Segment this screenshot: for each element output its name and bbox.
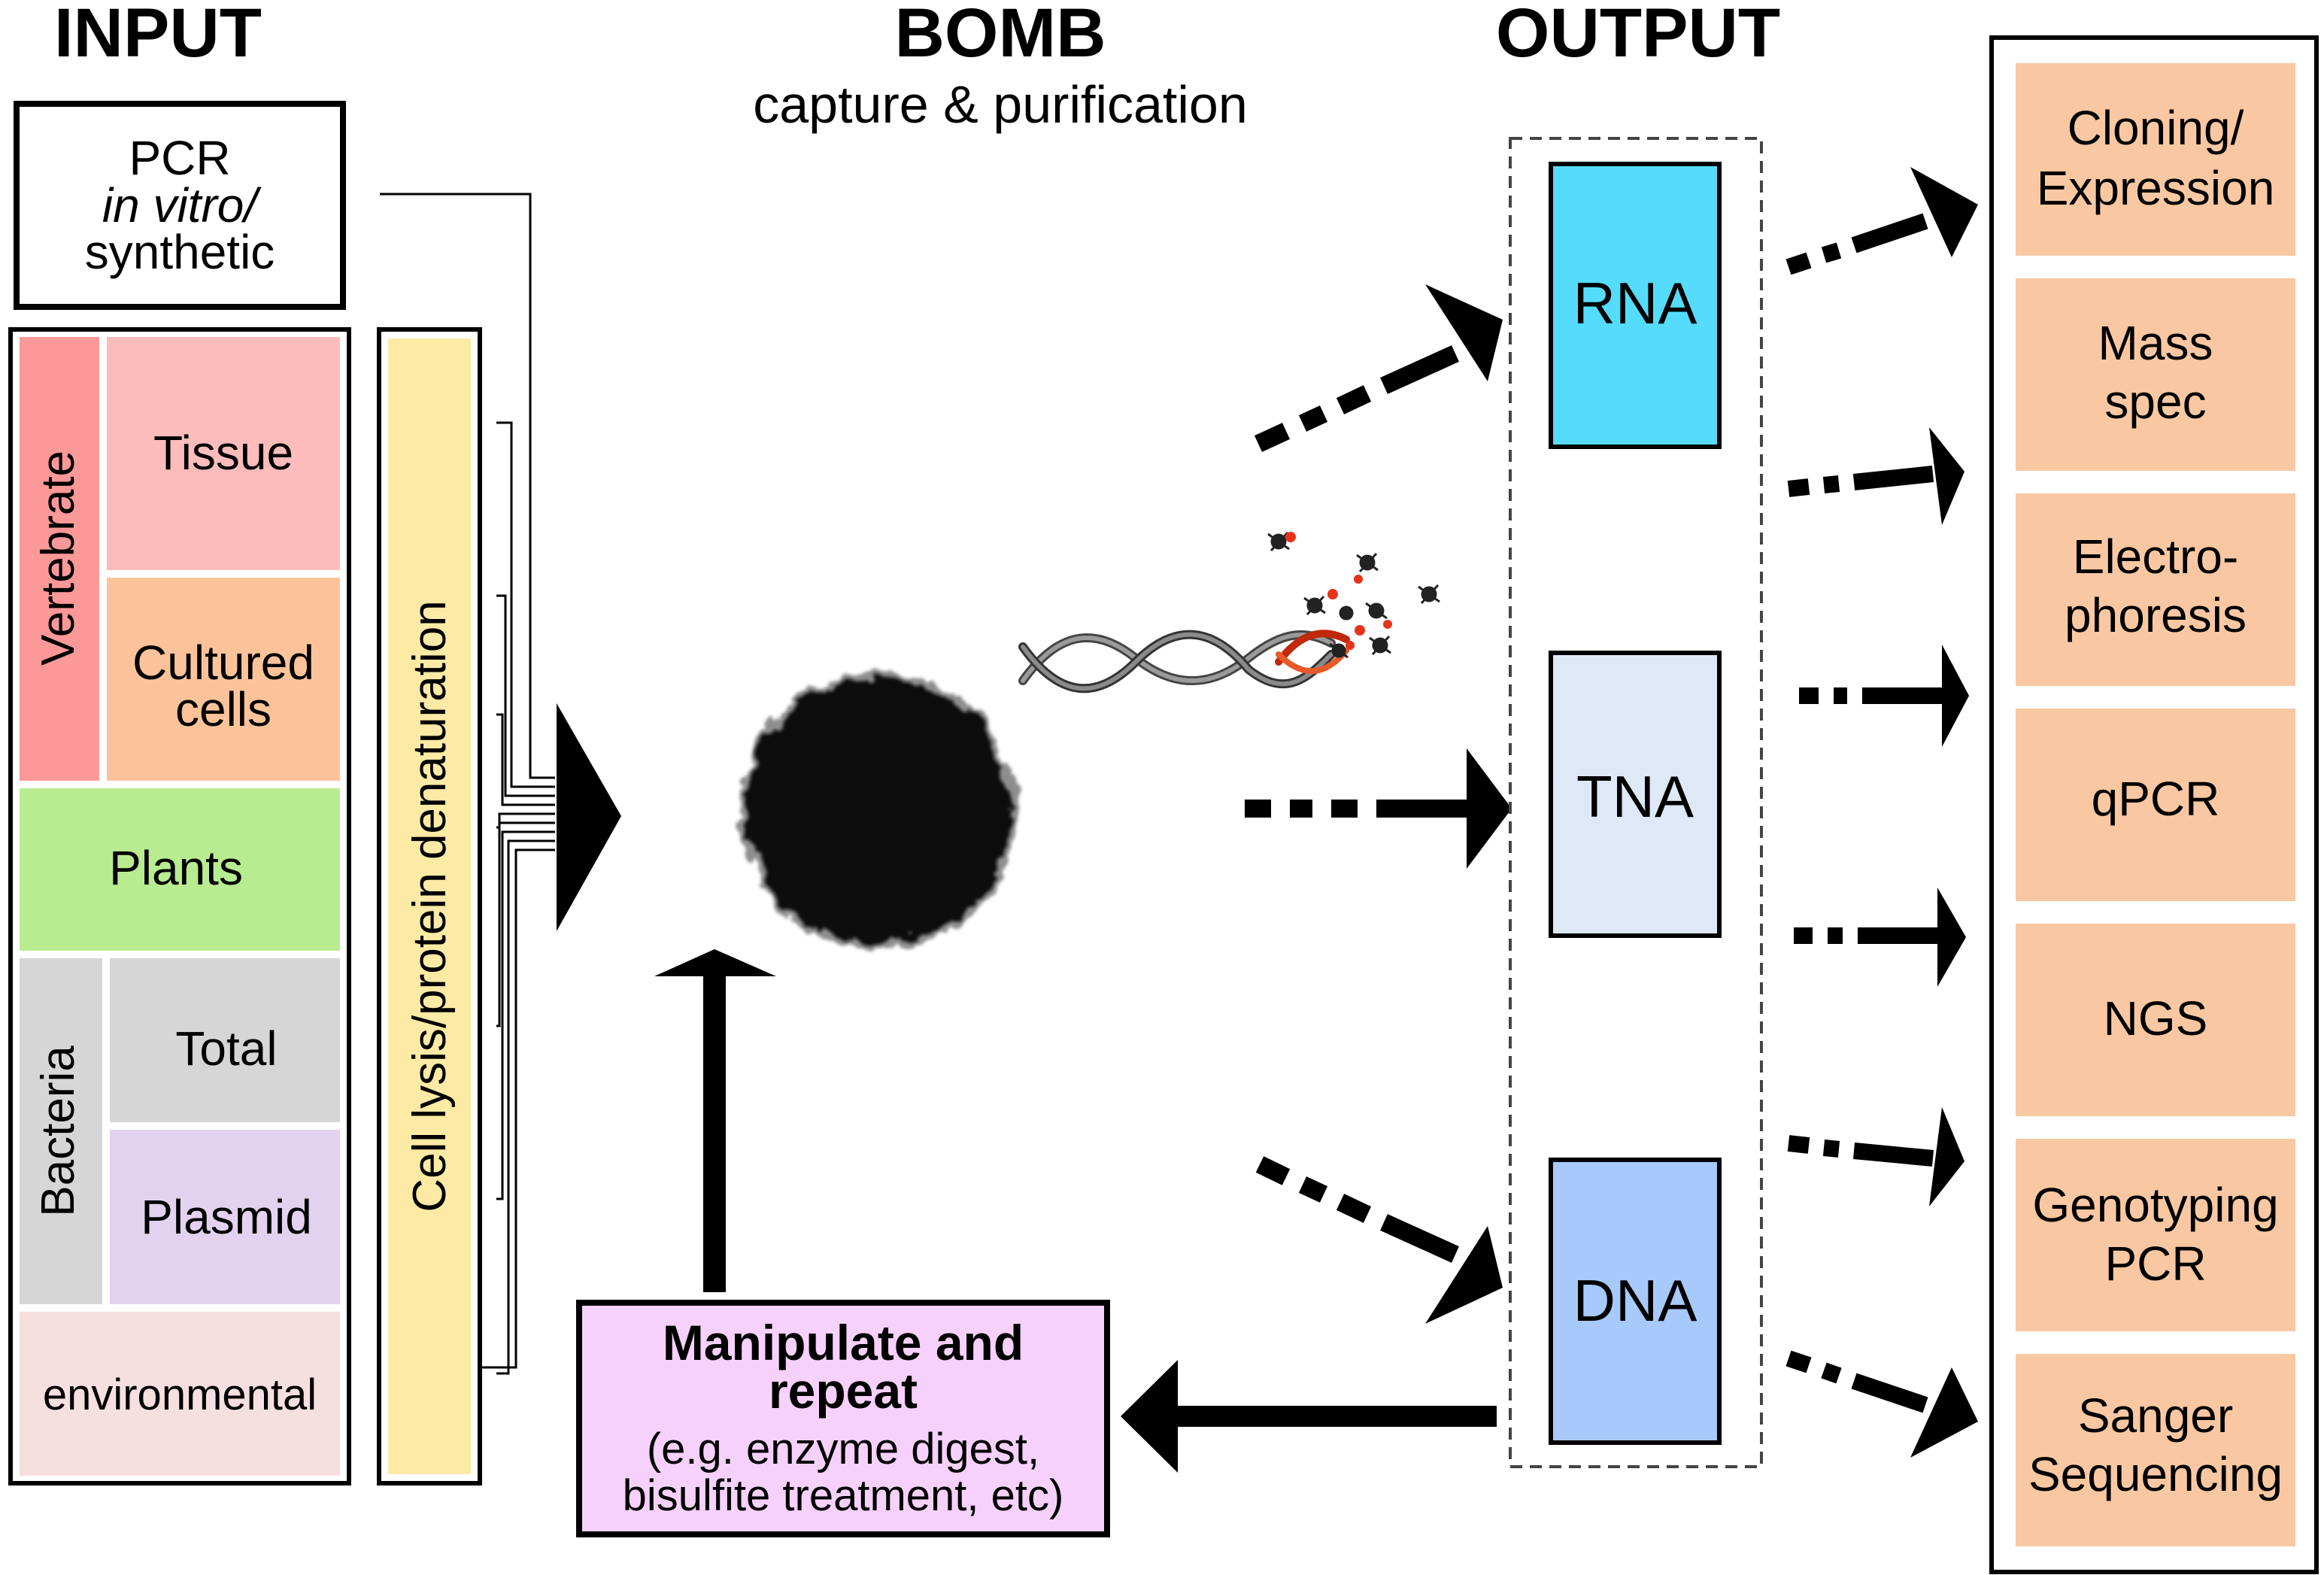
cloning-label-1: Cloning/ bbox=[2068, 101, 2244, 155]
pcr-label: PCR bbox=[129, 131, 230, 185]
bomb-to-dna-arrow bbox=[1255, 1156, 1503, 1324]
ngs-label: NGS bbox=[2104, 991, 2208, 1045]
mass-spec-box bbox=[2016, 278, 2295, 471]
pcr-input-box: PCR in vitro/ synthetic bbox=[14, 101, 346, 310]
rna-output-box: RNA bbox=[1549, 162, 1722, 449]
vertebrate-label: Vertebrate bbox=[32, 451, 84, 666]
sanger-label-2: Sequencing bbox=[2028, 1447, 2283, 1501]
applications-panel: Cloning/ Expression Mass spec Electro- p… bbox=[1989, 35, 2319, 1574]
lysis-label: Cell lysis/protein denaturation bbox=[404, 600, 456, 1212]
bacteria-label: Bacteria bbox=[32, 1045, 84, 1217]
arrow-to-cloning bbox=[1785, 167, 1978, 275]
mass-spec-label-1: Mass bbox=[2098, 316, 2213, 370]
qpcr-box bbox=[2016, 709, 2295, 901]
cloning-box bbox=[2016, 63, 2295, 256]
dna-label: DNA bbox=[1573, 1267, 1697, 1334]
electrophoresis-label-1: Electro- bbox=[2073, 530, 2239, 584]
arrow-to-mass-spec bbox=[1787, 427, 1964, 525]
cells-label: cells bbox=[175, 682, 272, 736]
vertebrate-cell bbox=[20, 337, 99, 781]
cultured-label: Cultured bbox=[132, 636, 314, 690]
converging-lines bbox=[380, 193, 555, 1375]
plants-cell bbox=[20, 788, 340, 951]
lysis-bar: Cell lysis/protein denaturation bbox=[377, 327, 482, 1485]
tna-label: TNA bbox=[1576, 763, 1694, 830]
spark-icon bbox=[1267, 531, 1440, 659]
manipulate-to-bomb-arrow bbox=[654, 949, 776, 1292]
dna-output-box: DNA bbox=[1549, 1158, 1722, 1445]
manipulate-detail-2: bisulfite treatment, etc) bbox=[623, 1471, 1064, 1520]
output-container bbox=[1509, 137, 1763, 1468]
ngs-box bbox=[2016, 924, 2295, 1116]
manipulate-detail-1: (e.g. enzyme digest, bbox=[647, 1425, 1039, 1473]
output-header: OUTPUT bbox=[1496, 0, 1780, 71]
cloning-label-2: Expression bbox=[2037, 161, 2275, 215]
cultured-cells-cell bbox=[107, 578, 340, 781]
arrow-to-electrophoresis bbox=[1799, 645, 1969, 747]
manipulate-title-1: Manipulate and bbox=[663, 1315, 1024, 1370]
bomb-to-rna-arrow bbox=[1254, 284, 1503, 452]
dna-fuse-icon bbox=[1018, 630, 1350, 693]
environmental-label: environmental bbox=[43, 1370, 317, 1419]
bomb-subtitle: capture & purification bbox=[753, 75, 1248, 134]
rna-label: RNA bbox=[1573, 270, 1697, 336]
arrow-to-genotyping bbox=[1787, 1107, 1964, 1206]
genotyping-box bbox=[2016, 1139, 2295, 1331]
genotyping-label-1: Genotyping bbox=[2032, 1178, 2278, 1232]
bomb-header: BOMB bbox=[894, 0, 1106, 71]
total-label: Total bbox=[175, 1021, 277, 1076]
electrophoresis-label-2: phoresis bbox=[2065, 588, 2247, 642]
environmental-cell bbox=[20, 1312, 340, 1476]
tna-output-box: TNA bbox=[1549, 651, 1722, 938]
total-cell bbox=[110, 958, 340, 1122]
plants-label: Plants bbox=[109, 841, 243, 895]
manipulate-title-2: repeat bbox=[769, 1363, 918, 1419]
synthetic-label: synthetic bbox=[85, 225, 275, 279]
tissue-cell bbox=[107, 337, 340, 570]
plasmid-label: Plasmid bbox=[141, 1190, 312, 1244]
arrow-to-sanger bbox=[1785, 1350, 1978, 1458]
spark-embers-icon bbox=[1285, 532, 1392, 650]
bomb-to-tna-arrow bbox=[1245, 748, 1512, 869]
sanger-label-1: Sanger bbox=[2078, 1388, 2233, 1443]
mass-spec-label-2: spec bbox=[2104, 375, 2206, 429]
input-header: INPUT bbox=[54, 0, 262, 71]
bacteria-cell bbox=[20, 958, 102, 1304]
output-to-application-arrows bbox=[1785, 167, 1978, 1458]
qpcr-label: qPCR bbox=[2092, 772, 2220, 826]
sample-types-box: Vertebrate Tissue Cultured cells Plants … bbox=[8, 327, 351, 1485]
manipulate-box: Manipulate and repeat (e.g. enzyme diges… bbox=[576, 1300, 1110, 1537]
tissue-label: Tissue bbox=[153, 426, 293, 480]
sanger-box bbox=[2016, 1354, 2295, 1546]
in-vitro-label: in vitro/ bbox=[102, 178, 262, 232]
arrow-to-qpcr bbox=[1794, 888, 1966, 987]
plasmid-cell bbox=[110, 1130, 340, 1304]
dna-to-manipulate-arrow bbox=[1121, 1360, 1497, 1473]
genotyping-label-2: PCR bbox=[2104, 1237, 2206, 1291]
electrophoresis-box bbox=[2016, 493, 2295, 686]
input-arrowhead bbox=[557, 703, 621, 931]
bomb-icon bbox=[740, 531, 1440, 949]
